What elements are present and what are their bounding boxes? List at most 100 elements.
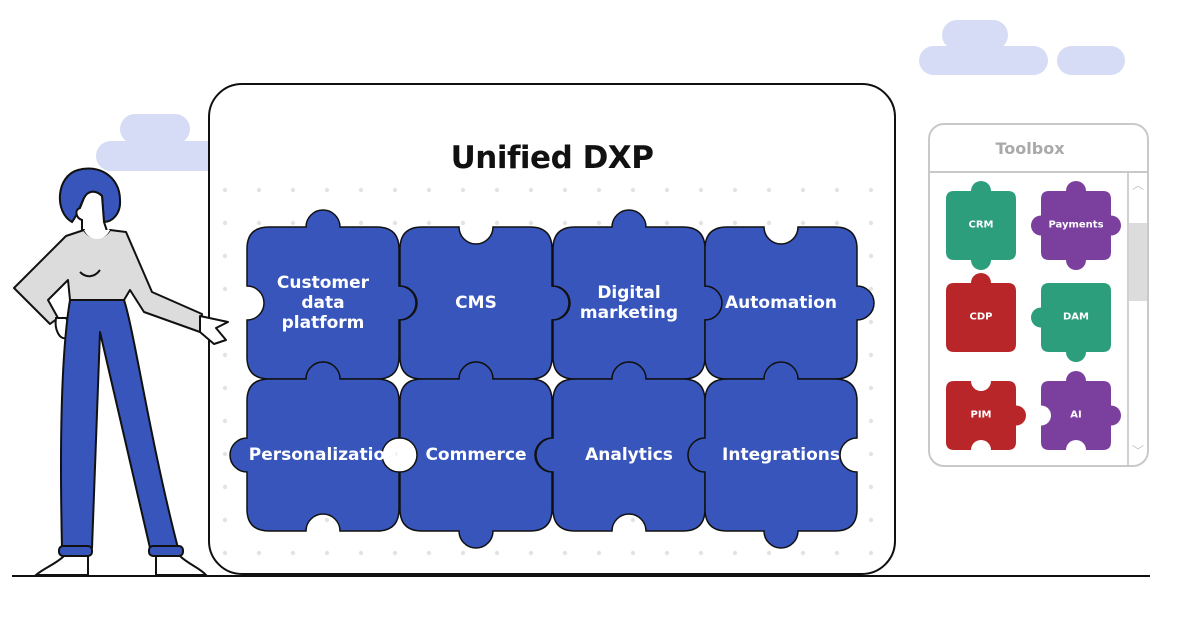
toolbox-piece-payments[interactable] — [1031, 181, 1121, 270]
grid-dot — [528, 220, 534, 226]
grid-dot — [834, 550, 840, 556]
toolbox-title: Toolbox — [995, 139, 1065, 158]
cloud-right — [942, 20, 1008, 50]
scrollbar-thumb[interactable] — [1129, 223, 1147, 301]
puzzle-piece-label: Analytics — [585, 445, 673, 465]
grid-dot — [596, 220, 602, 226]
grid-dot — [800, 220, 806, 226]
puzzle-piece — [687, 361, 858, 549]
label-line: Commerce — [425, 445, 527, 465]
grid-dot — [392, 187, 398, 193]
puzzle-piece-label: CMS — [455, 293, 497, 313]
grid-dot — [460, 187, 466, 193]
puzzle-piece — [229, 361, 400, 532]
grid-dot — [562, 220, 568, 226]
grid-dot — [732, 220, 738, 226]
label-line: Integrations — [722, 445, 840, 465]
toolbox-piece-cdp[interactable] — [946, 273, 1016, 352]
grid-dot — [494, 187, 500, 193]
toolbox-piece-pim[interactable] — [946, 381, 1026, 450]
grid-dot — [868, 484, 874, 490]
grid-dot — [256, 220, 262, 226]
right-hand — [199, 315, 229, 345]
grid-dot — [698, 220, 704, 226]
grid-dot — [766, 187, 772, 193]
puzzle-piece-label: Personalization — [249, 445, 398, 465]
grid-dot — [222, 418, 228, 424]
toolbox-piece-label: CDP — [969, 311, 993, 323]
grid-dot — [324, 517, 330, 523]
grid-dot — [392, 220, 398, 226]
puzzle-piece — [399, 361, 553, 549]
grid-dot — [222, 517, 228, 523]
grid-dot — [732, 187, 738, 193]
chevron-down-icon[interactable]: ﹀ — [1131, 444, 1144, 458]
chevron-up-icon[interactable]: ︿ — [1131, 178, 1144, 192]
puzzle-piece-label: Automation — [725, 293, 837, 313]
grid-dot — [358, 550, 364, 556]
grid-dot — [460, 220, 466, 226]
grid-dot — [868, 352, 874, 358]
grid-dot — [222, 187, 228, 193]
toolbox-piece-label: Payments — [1048, 219, 1104, 231]
toolbox-piece-label: AI — [1070, 409, 1082, 421]
grid-dot — [664, 550, 670, 556]
toolbox-piece-label: PIM — [970, 409, 992, 421]
label-line: CMS — [455, 293, 497, 313]
grid-dot — [392, 451, 398, 457]
grid-dot — [562, 187, 568, 193]
toolbox-piece-label: CRM — [968, 219, 994, 231]
cloud-right-base — [919, 46, 1048, 75]
grid-dot — [868, 418, 874, 424]
grid-dot — [256, 187, 262, 193]
grid-dot — [630, 187, 636, 193]
grid-dot — [358, 187, 364, 193]
grid-dot — [800, 187, 806, 193]
grid-dot — [222, 385, 228, 391]
grid-dot — [222, 286, 228, 292]
grid-dot — [460, 550, 466, 556]
grid-dot — [800, 550, 806, 556]
grid-dot — [868, 220, 874, 226]
toolbox-piece-ai[interactable] — [1041, 371, 1121, 450]
toolbox-pieces — [946, 181, 1121, 450]
toolbox-piece-label: DAM — [1063, 311, 1089, 323]
grid-dot — [494, 220, 500, 226]
scrollbar-track[interactable] — [1127, 173, 1129, 465]
grid-dot — [596, 550, 602, 556]
grid-dot — [222, 484, 228, 490]
puzzle-grid — [229, 209, 875, 549]
label-line: Customer — [276, 273, 370, 293]
label-line: Analytics — [585, 445, 673, 465]
grid-dot — [426, 550, 432, 556]
grid-dot — [290, 550, 296, 556]
cloud-right-small — [1057, 46, 1125, 75]
toolbox-piece-crm[interactable] — [946, 181, 1016, 270]
puzzle-piece — [535, 361, 706, 532]
grid-dot — [324, 187, 330, 193]
grid-dot — [392, 550, 398, 556]
grid-dot — [358, 220, 364, 226]
grid-dot — [290, 220, 296, 226]
grid-dot — [426, 220, 432, 226]
grid-dot — [664, 220, 670, 226]
grid-dot — [596, 187, 602, 193]
grid-dot — [868, 319, 874, 325]
grid-dot — [222, 550, 228, 556]
grid-dot — [426, 187, 432, 193]
diagram-title: Unified DXP — [450, 140, 654, 176]
grid-dot — [290, 187, 296, 193]
ground-line — [12, 575, 1150, 577]
grid-dot — [528, 187, 534, 193]
grid-dot — [868, 550, 874, 556]
toolbox-piece-dam[interactable] — [1031, 283, 1111, 362]
puzzle-piece-label: Commerce — [425, 445, 526, 465]
grid-dot — [732, 550, 738, 556]
label-line: platform — [281, 313, 365, 333]
grid-dot — [868, 451, 874, 457]
shirt-line — [79, 269, 101, 278]
